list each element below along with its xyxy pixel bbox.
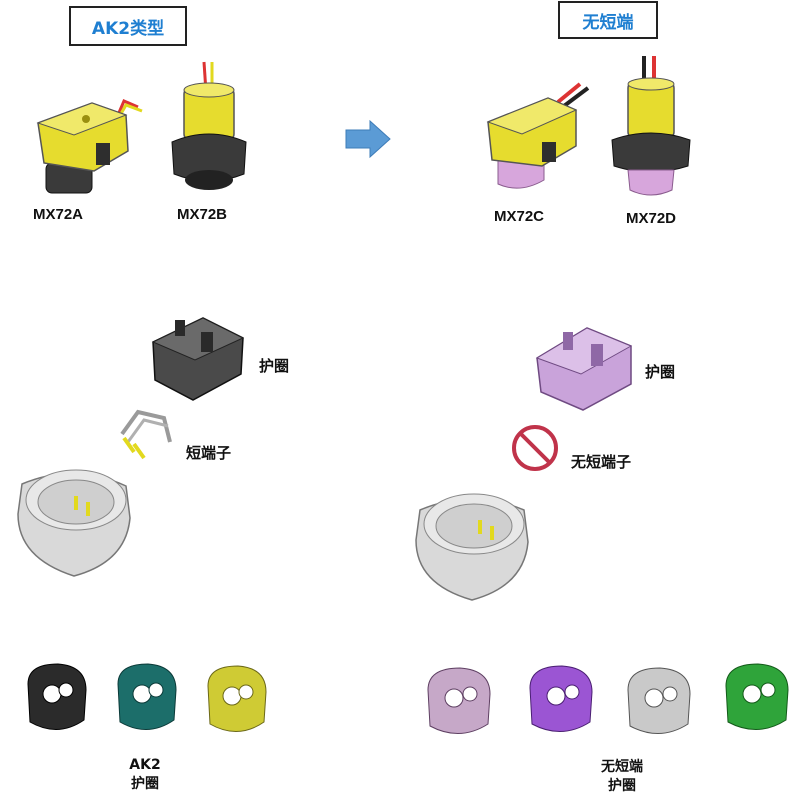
label-bottom-left-line1: AK2 [129,757,161,773]
ring-violet-image [529,665,593,733]
label-mx72a: MX72A [33,206,84,223]
right-title: 无短端 [558,1,658,39]
left-title-text: AK2类型 [91,18,165,39]
ring-gray-image [627,667,691,735]
prohibit-icon [512,425,558,471]
ring-yellow-image [207,665,267,732]
ring-pink-image [427,667,491,735]
guard-ring-dark-image [151,317,245,401]
label-no-short-terminal: 无短端子 [571,454,632,471]
label-short-terminal: 短端子 [186,445,232,462]
ring-green-image [725,663,789,731]
label-bottom-right-line2: 护圈 [608,778,636,794]
guard-ring-purple-image [535,327,633,411]
label-bottom-left: AK2 护圈 [120,756,170,794]
connector-mx72d-image [611,56,691,196]
connector-mx72c-image [486,82,590,189]
label-mx72d: MX72D [626,210,677,227]
connector-mx72b-image [171,61,247,190]
connector-mx72a-image [36,99,143,194]
label-mx72b: MX72B [177,206,228,223]
short-terminal-image [120,409,172,460]
housing-left-image [17,469,131,577]
left-title: AK2类型 [69,6,187,46]
ring-teal-image [117,663,177,730]
label-left-guard: 护圈 [259,358,290,375]
label-bottom-right: 无短端 护圈 [586,758,658,796]
right-arrow-icon [345,119,391,159]
label-bottom-right-line1: 无短端 [601,759,643,775]
label-bottom-left-line2: 护圈 [131,776,159,792]
label-right-guard: 护圈 [645,364,676,381]
label-mx72c: MX72C [494,208,545,225]
ring-black-image [27,663,87,730]
right-title-text: 无短端 [582,12,634,33]
housing-right-image [415,493,529,601]
